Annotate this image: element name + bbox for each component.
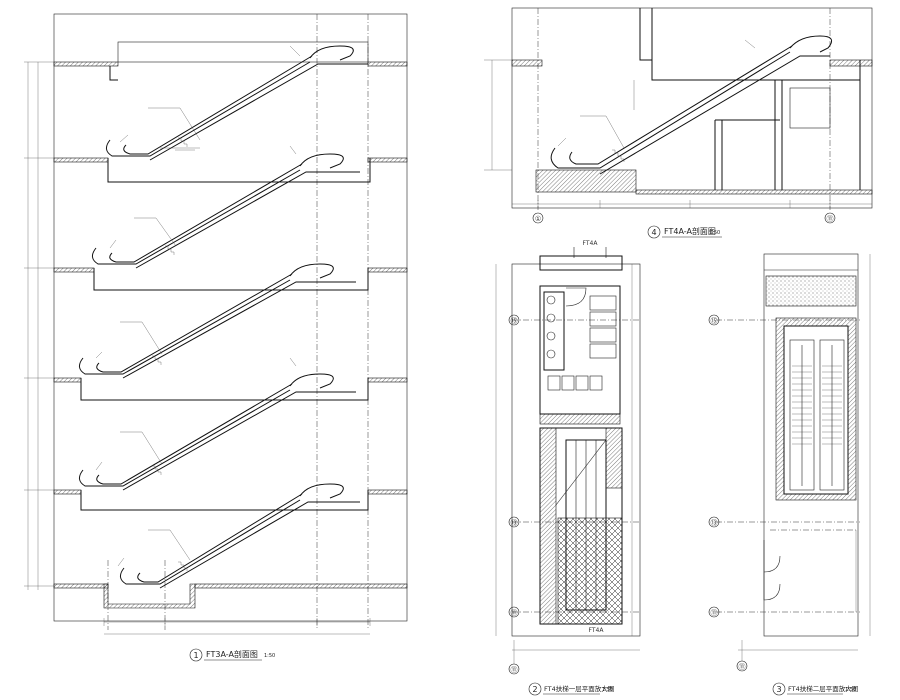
view-1-bottom-dimensions [103,618,371,635]
view-3-caption: 3 FT4扶梯二层平面放大图 1:50 [772,682,858,696]
view-4-grid-bubble-left [532,212,544,224]
view-3-grid-bubble-2 [708,516,720,528]
view-2-number: 2 [532,685,537,694]
view-1-section-ft3a: 1 FT3A-A剖面图 1:50 [24,13,408,662]
view-2-number-bubble [528,682,542,696]
view-1-floor-slabs [53,61,408,589]
view-2-top-section-label: FT4A [583,240,599,247]
view-4-grid-bubble-right [824,212,836,224]
view-4-title: FT4A-A剖面图 [664,226,716,236]
view-3-grid-bubble-3 [708,606,720,618]
view-2-frame [511,263,641,637]
view-3-title: FT4扶梯二层平面放大图 [788,684,858,693]
view-1-caption: 1 FT3A-A剖面图 1:50 [189,648,275,662]
view-2-grid-bubble-1 [508,314,520,326]
view-1-leaders [95,45,301,567]
view-2-plan-1f: FT4A FT4A ⑮ [495,240,641,696]
view-3-number: 3 [776,685,781,694]
view-1-left-dimensions [24,61,54,590]
view-3-frame [763,253,859,637]
view-4-grid-label-left: ① [535,215,541,223]
view-4-section-ft4a: ① ⑪ 4 FT4A-A剖面图 1:50 [484,7,873,239]
view-2-grid-label-2: ⑬ [511,519,518,527]
view-4-grid-label-right: ⑪ [827,215,834,223]
view-3-number-bubble [772,682,786,696]
view-2-grid-label-1: ⑮ [511,317,518,325]
view-1-step-marks [152,137,188,571]
view-2-grid-bubble-3 [508,606,520,618]
view-2-bottom-section-label: FT4A [589,627,605,634]
view-2-grid-label-bottom: ⑪ [511,666,518,674]
view-3-grid-label-3: ⑪ [711,609,718,617]
view-4-scale: 1:50 [709,230,720,236]
view-2-title: FT4扶梯一层平面放大图 [544,684,614,693]
view-1-title: FT3A-A剖面图 [206,649,258,659]
view-1-pits [80,66,371,609]
view-2-scale: 1:50 [602,687,613,693]
view-1-frame [53,13,408,622]
view-4-frame [511,7,873,209]
view-3-grid-label-2: ⑬ [711,519,718,527]
view-1-scale: 1:50 [264,653,275,659]
view-4-number-bubble [647,225,661,239]
view-3-grid-label-1: ⑮ [711,317,718,325]
view-3-grid-label-bottom: ⑪ [739,663,746,671]
view-4-caption: 4 FT4A-A剖面图 1:50 [647,225,722,239]
view-4-number: 4 [651,228,656,237]
view-3-scale: 1:50 [845,687,856,693]
view-3-plan-2f: ⑮ ⑬ ⑪ ⑪ 3 FT4扶梯二层平面放大图 1:50 [708,253,871,696]
view-1-number-bubble [189,648,203,662]
view-1-escalators [79,45,368,589]
view-2-grid-bubble-2 [508,516,520,528]
view-2-grid-label-3: ⑪ [511,609,518,617]
view-1-number: 1 [193,651,198,660]
view-3-grid-bubble-1 [708,314,720,326]
view-2-caption: 2 FT4扶梯一层平面放大图 1:50 [528,682,614,696]
